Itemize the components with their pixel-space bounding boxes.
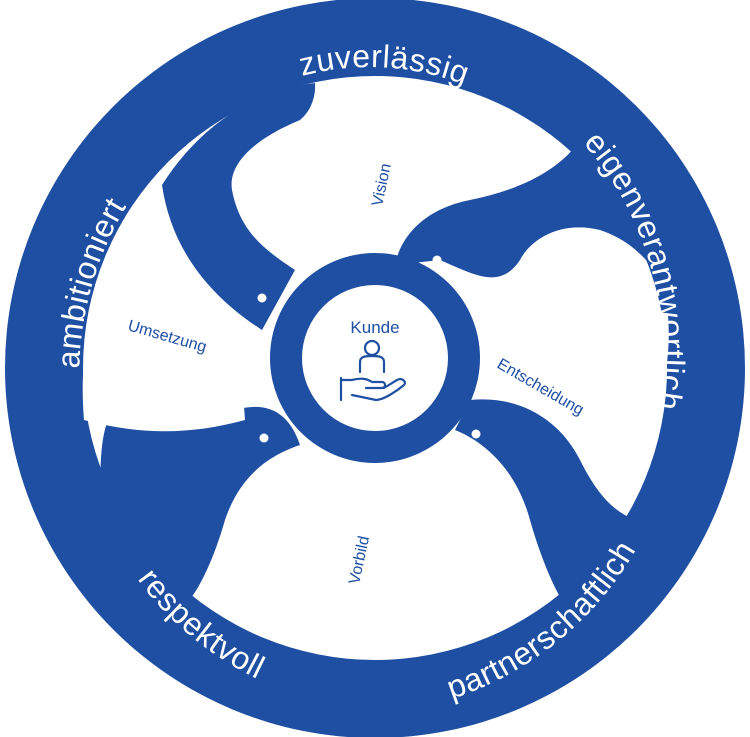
hub-dot bbox=[471, 429, 481, 439]
hub-dots bbox=[257, 255, 481, 479]
blade-separators bbox=[82, 81, 669, 651]
hub-dot bbox=[432, 255, 442, 265]
hub-dot bbox=[292, 257, 302, 267]
center-label: Kunde bbox=[350, 318, 399, 337]
hub-dot bbox=[257, 293, 267, 303]
fan-blades bbox=[100, 83, 668, 620]
person-on-hand-icon bbox=[339, 339, 406, 402]
blade-upper-left bbox=[162, 83, 316, 330]
blade-lower-left bbox=[100, 406, 300, 605]
center-hub bbox=[302, 285, 448, 431]
blade-lower-right bbox=[455, 399, 655, 620]
hub-dot bbox=[436, 463, 446, 473]
blade-upper-right bbox=[395, 140, 668, 290]
hub-dot bbox=[295, 469, 305, 479]
hub-dot bbox=[259, 433, 269, 443]
hub-dot bbox=[470, 289, 480, 299]
